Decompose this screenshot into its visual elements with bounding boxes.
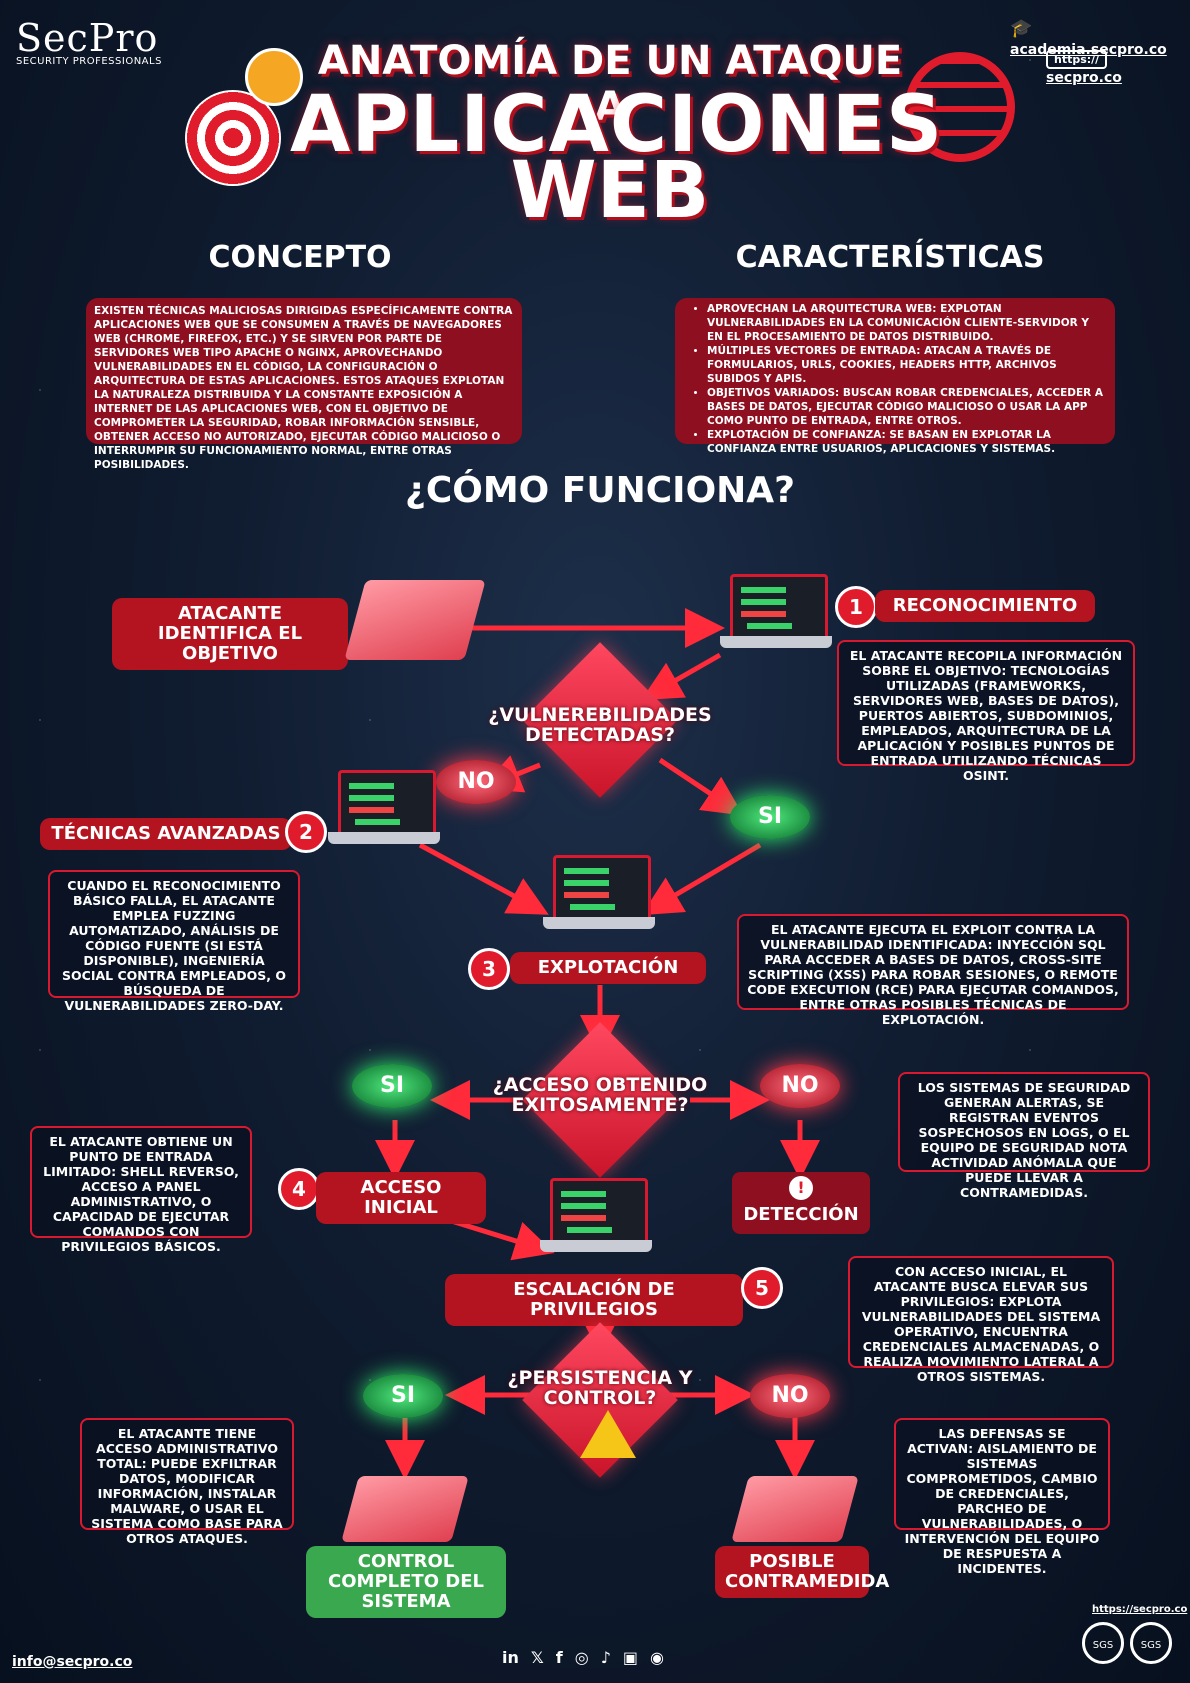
site-link[interactable]: https:// secpro.co	[1046, 48, 1190, 86]
step-3-label: EXPLOTACIÓN	[510, 952, 706, 984]
title-line-1: ANATOMÍA DE UN ATAQUE A	[317, 38, 903, 130]
certification-badges: SGS SGS	[1082, 1622, 1172, 1664]
target-icon	[185, 90, 281, 186]
globe-icon	[905, 52, 1015, 162]
feature-item: MÚLTIPLES VECTORES DE ENTRADA: ATACAN A …	[707, 344, 1107, 386]
brand-tagline: SECURITY PROFESSIONALS	[16, 56, 162, 67]
detection-label: DETECCIÓN	[743, 1204, 859, 1225]
sgs-badge-icon: SGS	[1082, 1622, 1124, 1664]
tiktok-icon[interactable]: ♪	[600, 1648, 611, 1667]
step-4-number: 4	[278, 1168, 320, 1210]
step-5-number: 5	[741, 1267, 783, 1309]
feature-item: EXPLOTACIÓN DE CONFIANZA: SE BASAN EN EX…	[707, 428, 1107, 456]
brand-logo: SecPro SECURITY PROFESSIONALS	[16, 16, 162, 67]
step-1-desc: EL ATACANTE RECOPILA INFORMACIÓN SOBRE E…	[837, 640, 1135, 783]
end-yes-desc: EL ATACANTE TIENE ACCESO ADMINISTRATIVO …	[80, 1418, 294, 1546]
start-node: ATACANTE IDENTIFICA EL OBJETIVO	[112, 598, 348, 670]
site-url: secpro.co	[1046, 70, 1122, 86]
hacker-desk-icon	[344, 580, 486, 660]
concept-text: EXISTEN TÉCNICAS MALICIOSAS DIRIGIDAS ES…	[86, 298, 522, 471]
user-avatar-icon	[245, 48, 303, 106]
concept-heading: CONCEPTO	[208, 240, 392, 275]
how-heading: ¿CÓMO FUNCIONA?	[404, 470, 796, 511]
x-icon[interactable]: 𝕏	[530, 1648, 544, 1667]
detection-node: ! DETECCIÓN	[732, 1172, 870, 1234]
step-3-desc: EL ATACANTE EJECUTA EL EXPLOIT CONTRA LA…	[737, 914, 1129, 1027]
brand-name: SecPro	[16, 16, 159, 60]
step-5-desc: CON ACCESO INICIAL, EL ATACANTE BUSCA EL…	[848, 1256, 1114, 1384]
step-4-label: ACCESO INICIAL	[316, 1172, 486, 1224]
facebook-icon[interactable]: f	[555, 1648, 563, 1667]
end-no-label: POSIBLE CONTRAMEDIDA	[715, 1546, 889, 1598]
step-2-desc: CUANDO EL RECONOCIMIENTO BÁSICO FALLA, E…	[48, 870, 300, 1013]
academy-link[interactable]: 🎓 academia.secpro.co	[1010, 18, 1190, 58]
github-icon[interactable]: ◉	[650, 1648, 665, 1667]
academy-url: academia.secpro.co	[1010, 42, 1167, 58]
feature-item: OBJETIVOS VARIADOS: BUSCAN ROBAR CREDENC…	[707, 386, 1107, 428]
twitch-icon[interactable]: ▣	[622, 1648, 639, 1667]
compromised-desk-icon	[341, 1476, 469, 1542]
feature-item: APROVECHAN LA ARQUITECTURA WEB: EXPLOTAN…	[707, 302, 1107, 344]
shield-laptop-icon	[731, 1476, 859, 1542]
end-yes-label: CONTROL COMPLETO DEL SISTEMA	[306, 1546, 506, 1618]
step-1-label: RECONOCIMIENTO	[875, 590, 1095, 622]
footer-email[interactable]: info@secpro.co	[12, 1654, 133, 1670]
warning-icon	[580, 1410, 636, 1458]
detection-desc: LOS SISTEMAS DE SEGURIDAD GENERAN ALERTA…	[898, 1072, 1150, 1200]
decision-3-yes: SI	[363, 1374, 443, 1418]
sgs-badge-icon: SGS	[1130, 1622, 1172, 1664]
features-list: APROVECHAN LA ARQUITECTURA WEB: EXPLOTAN…	[675, 298, 1115, 455]
instagram-icon[interactable]: ◎	[574, 1648, 589, 1667]
step-3-number: 3	[468, 948, 510, 990]
decision-1-label: ¿VULNEREBILIDADES DETECTADAS?	[488, 704, 712, 746]
title-line-2: APLICACIONES	[290, 80, 944, 170]
title-line-3: WEB	[510, 146, 710, 236]
footer-url[interactable]: https://secpro.co	[1092, 1604, 1188, 1615]
step-2-label: TÉCNICAS AVANZADAS	[40, 818, 292, 850]
graduation-cap-icon: 🎓	[1010, 18, 1033, 39]
decision-2-label: ¿ACCESO OBTENIDO EXITOSAMENTE?	[492, 1074, 708, 1116]
social-icons: in 𝕏 f ◎ ♪ ▣ ◉	[502, 1648, 664, 1667]
decision-3-label: ¿PERSISTENCIA Y CONTROL?	[507, 1367, 693, 1409]
decision-3-no: NO	[750, 1374, 830, 1418]
end-no-desc: LAS DEFENSAS SE ACTIVAN: AISLAMIENTO DE …	[894, 1418, 1110, 1576]
decision-2-no: NO	[760, 1064, 840, 1108]
linkedin-icon[interactable]: in	[502, 1648, 519, 1667]
step-5-label: ESCALACIÓN DE PRIVILEGIOS	[445, 1274, 743, 1326]
features-heading: CARACTERÍSTICAS	[735, 240, 1045, 275]
step-4-desc: EL ATACANTE OBTIENE UN PUNTO DE ENTRADA …	[30, 1126, 252, 1254]
alert-icon: !	[789, 1176, 813, 1200]
decision-1-yes: SI	[730, 795, 810, 839]
https-label: https://	[1046, 50, 1108, 69]
step-1-number: 1	[835, 586, 877, 628]
step-2-number: 2	[285, 811, 327, 853]
decision-2-yes: SI	[352, 1064, 432, 1108]
decision-1-no: NO	[436, 760, 516, 804]
